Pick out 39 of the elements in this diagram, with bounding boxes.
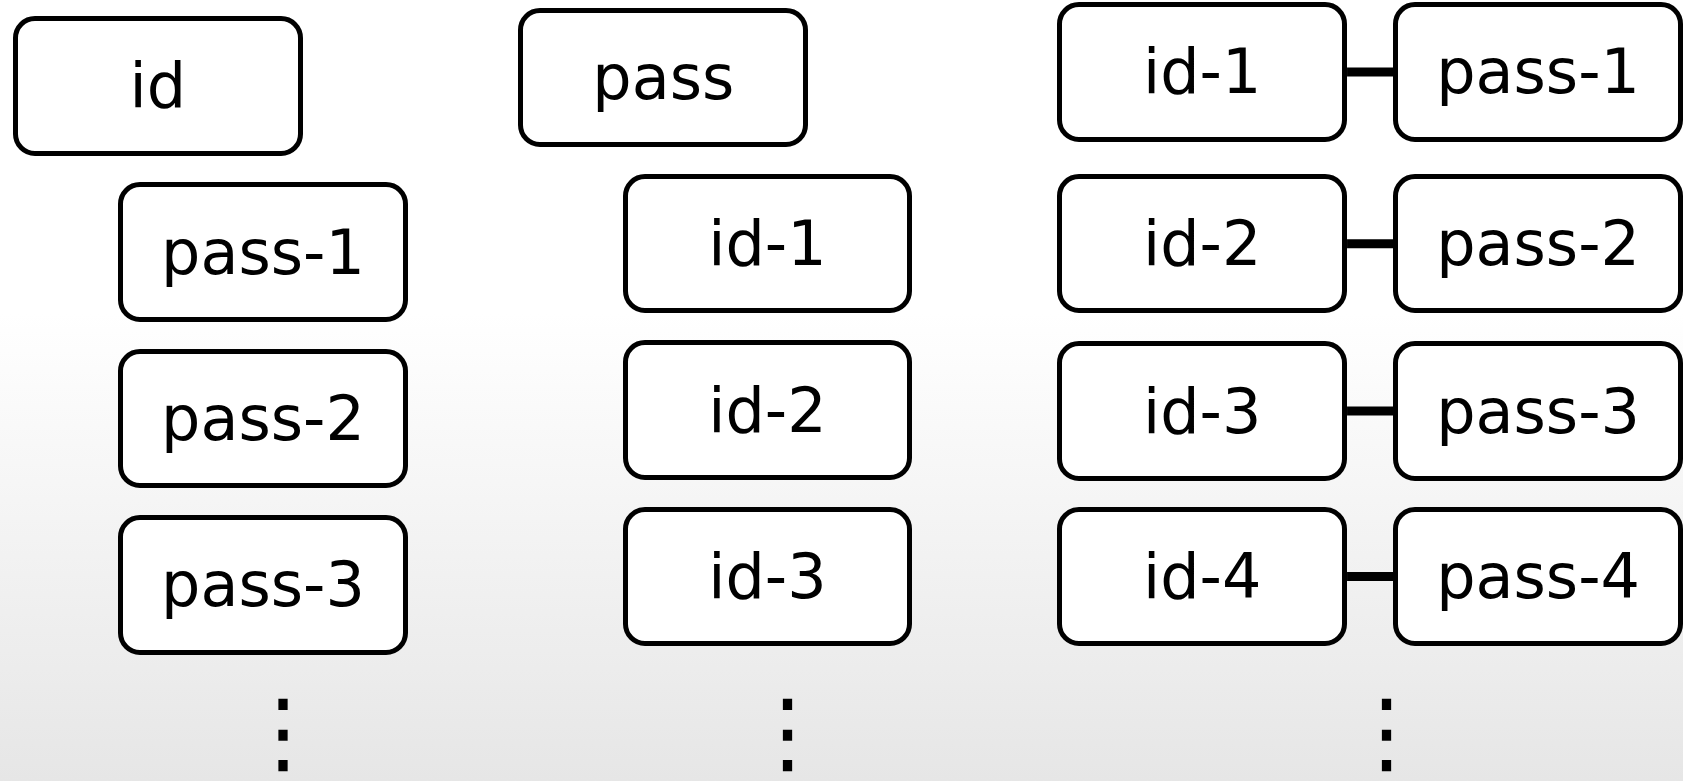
text-box bbox=[622, 340, 913, 480]
box-label: id-3 bbox=[1142, 374, 1262, 448]
ellipsis: ⋮ bbox=[742, 686, 803, 777]
connector-line bbox=[1347, 239, 1394, 249]
box-label: pass-3 bbox=[1436, 374, 1640, 448]
text-box bbox=[1057, 506, 1348, 647]
box-label: id-2 bbox=[708, 373, 827, 447]
box-label: id-3 bbox=[708, 539, 827, 613]
box-label: id-4 bbox=[1142, 539, 1262, 613]
box-label: pass bbox=[592, 40, 735, 114]
box-label: pass-4 bbox=[1436, 539, 1640, 613]
text-box bbox=[1393, 173, 1683, 314]
text-box bbox=[622, 506, 913, 647]
box-label: pass-2 bbox=[161, 382, 365, 456]
box-label: pass-3 bbox=[161, 548, 365, 622]
box-label: id-1 bbox=[708, 207, 827, 281]
box-label: pass-1 bbox=[1436, 35, 1640, 109]
box-label: id-2 bbox=[1142, 207, 1262, 281]
text-box bbox=[622, 173, 913, 314]
box-label: id-1 bbox=[1142, 35, 1262, 109]
ellipsis: ⋮ bbox=[1341, 686, 1402, 777]
text-box bbox=[118, 348, 408, 489]
box-label: pass-1 bbox=[161, 215, 365, 289]
text-box bbox=[1393, 341, 1683, 481]
text-box bbox=[118, 182, 408, 322]
text-box bbox=[1057, 173, 1348, 314]
box-label: id bbox=[129, 49, 187, 123]
text-box bbox=[1057, 341, 1348, 481]
connector-line bbox=[1347, 406, 1394, 416]
box-label: pass-2 bbox=[1436, 207, 1640, 281]
connector-line bbox=[1347, 67, 1394, 77]
text-box bbox=[1393, 2, 1683, 142]
text-box bbox=[118, 515, 408, 655]
text-box bbox=[1393, 506, 1683, 647]
text-box bbox=[518, 7, 809, 148]
text-box bbox=[1057, 2, 1348, 142]
text-box bbox=[12, 16, 303, 156]
connector-line bbox=[1347, 571, 1394, 581]
ellipsis: ⋮ bbox=[238, 686, 299, 777]
